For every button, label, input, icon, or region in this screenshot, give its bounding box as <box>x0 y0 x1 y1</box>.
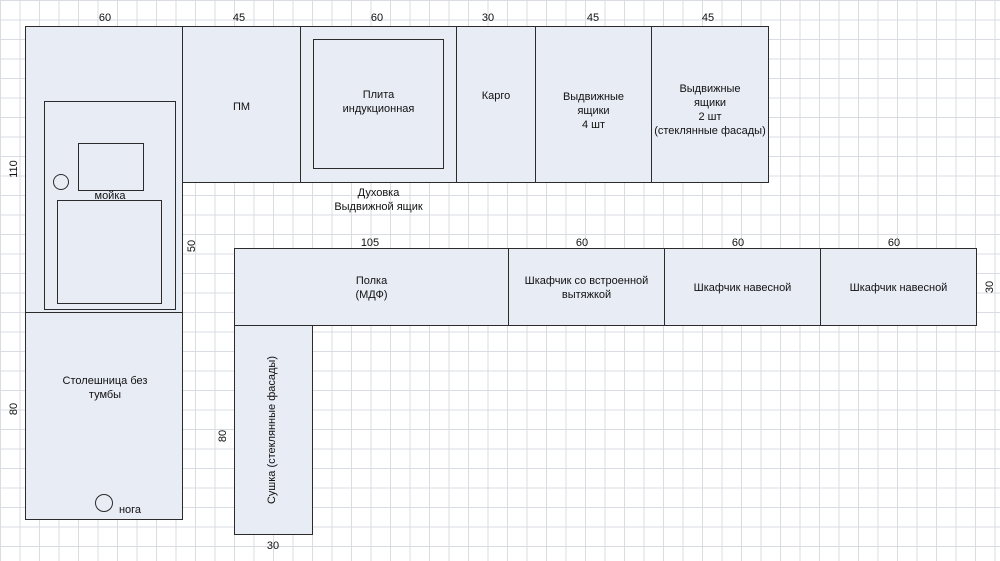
countertop-label: Столешница без тумбы <box>62 375 148 401</box>
dim-left-top: 110 <box>8 160 20 178</box>
dim-wall-4: 60 <box>887 237 901 249</box>
dim-dryer-height: 80 <box>217 429 229 443</box>
dim-wall-1: 105 <box>360 237 380 249</box>
dim-wall-height: 30 <box>984 280 996 294</box>
dishwasher-cabinet <box>182 26 301 183</box>
drawers-2-label: Выдвижные ящики 2 шт (стеклянные фасады) <box>654 83 766 137</box>
wall-cabinet-1-label: Шкафчик навесной <box>693 282 792 294</box>
sink-small-bowl <box>78 143 144 191</box>
dim-top-2: 45 <box>232 12 246 24</box>
sink-label: мойка <box>94 190 126 202</box>
wall-cabinet-2 <box>820 248 977 326</box>
dim-wall-3: 60 <box>731 237 745 249</box>
drawers-4-cabinet <box>535 26 652 183</box>
leg-circle <box>95 494 113 512</box>
dim-top-3: 60 <box>370 12 384 24</box>
dryer-cabinet <box>234 325 313 535</box>
dim-top-5: 45 <box>586 12 600 24</box>
cargo-cabinet <box>456 26 536 183</box>
dim-top-1: 60 <box>98 12 112 24</box>
dim-top-4: 30 <box>481 12 495 24</box>
dishwasher-label: ПМ <box>232 101 251 113</box>
hood-cabinet-label: Шкафчик со встроенной вытяжкой <box>524 275 649 301</box>
dim-mid-gap: 50 <box>186 239 198 253</box>
dim-wall-2: 60 <box>575 237 589 249</box>
dim-left-bottom: 80 <box>8 402 20 416</box>
sink-large-bowl <box>57 200 162 304</box>
dim-dryer-width: 30 <box>266 540 280 552</box>
hood-cabinet <box>508 248 665 326</box>
oven-label: Духовка Выдвижной ящик <box>334 187 423 213</box>
faucet-circle <box>53 174 69 190</box>
wall-cabinet-1 <box>664 248 821 326</box>
hob-label: Плита индукционная <box>342 89 415 115</box>
cargo-label: Карго <box>481 90 511 102</box>
drawers-2-cabinet <box>651 26 769 183</box>
wall-cabinet-2-label: Шкафчик навесной <box>849 282 948 294</box>
hob-outline <box>313 39 444 169</box>
leg-label: нога <box>118 504 142 516</box>
dim-top-6: 45 <box>701 12 715 24</box>
shelf-label: Полка (МДФ) <box>355 275 388 301</box>
countertop <box>25 312 183 520</box>
shelf-mdf <box>234 248 509 326</box>
drawers-4-label: Выдвижные ящики 4 шт <box>562 91 625 131</box>
dryer-label: Сушка (стеклянные фасады) <box>266 356 278 505</box>
